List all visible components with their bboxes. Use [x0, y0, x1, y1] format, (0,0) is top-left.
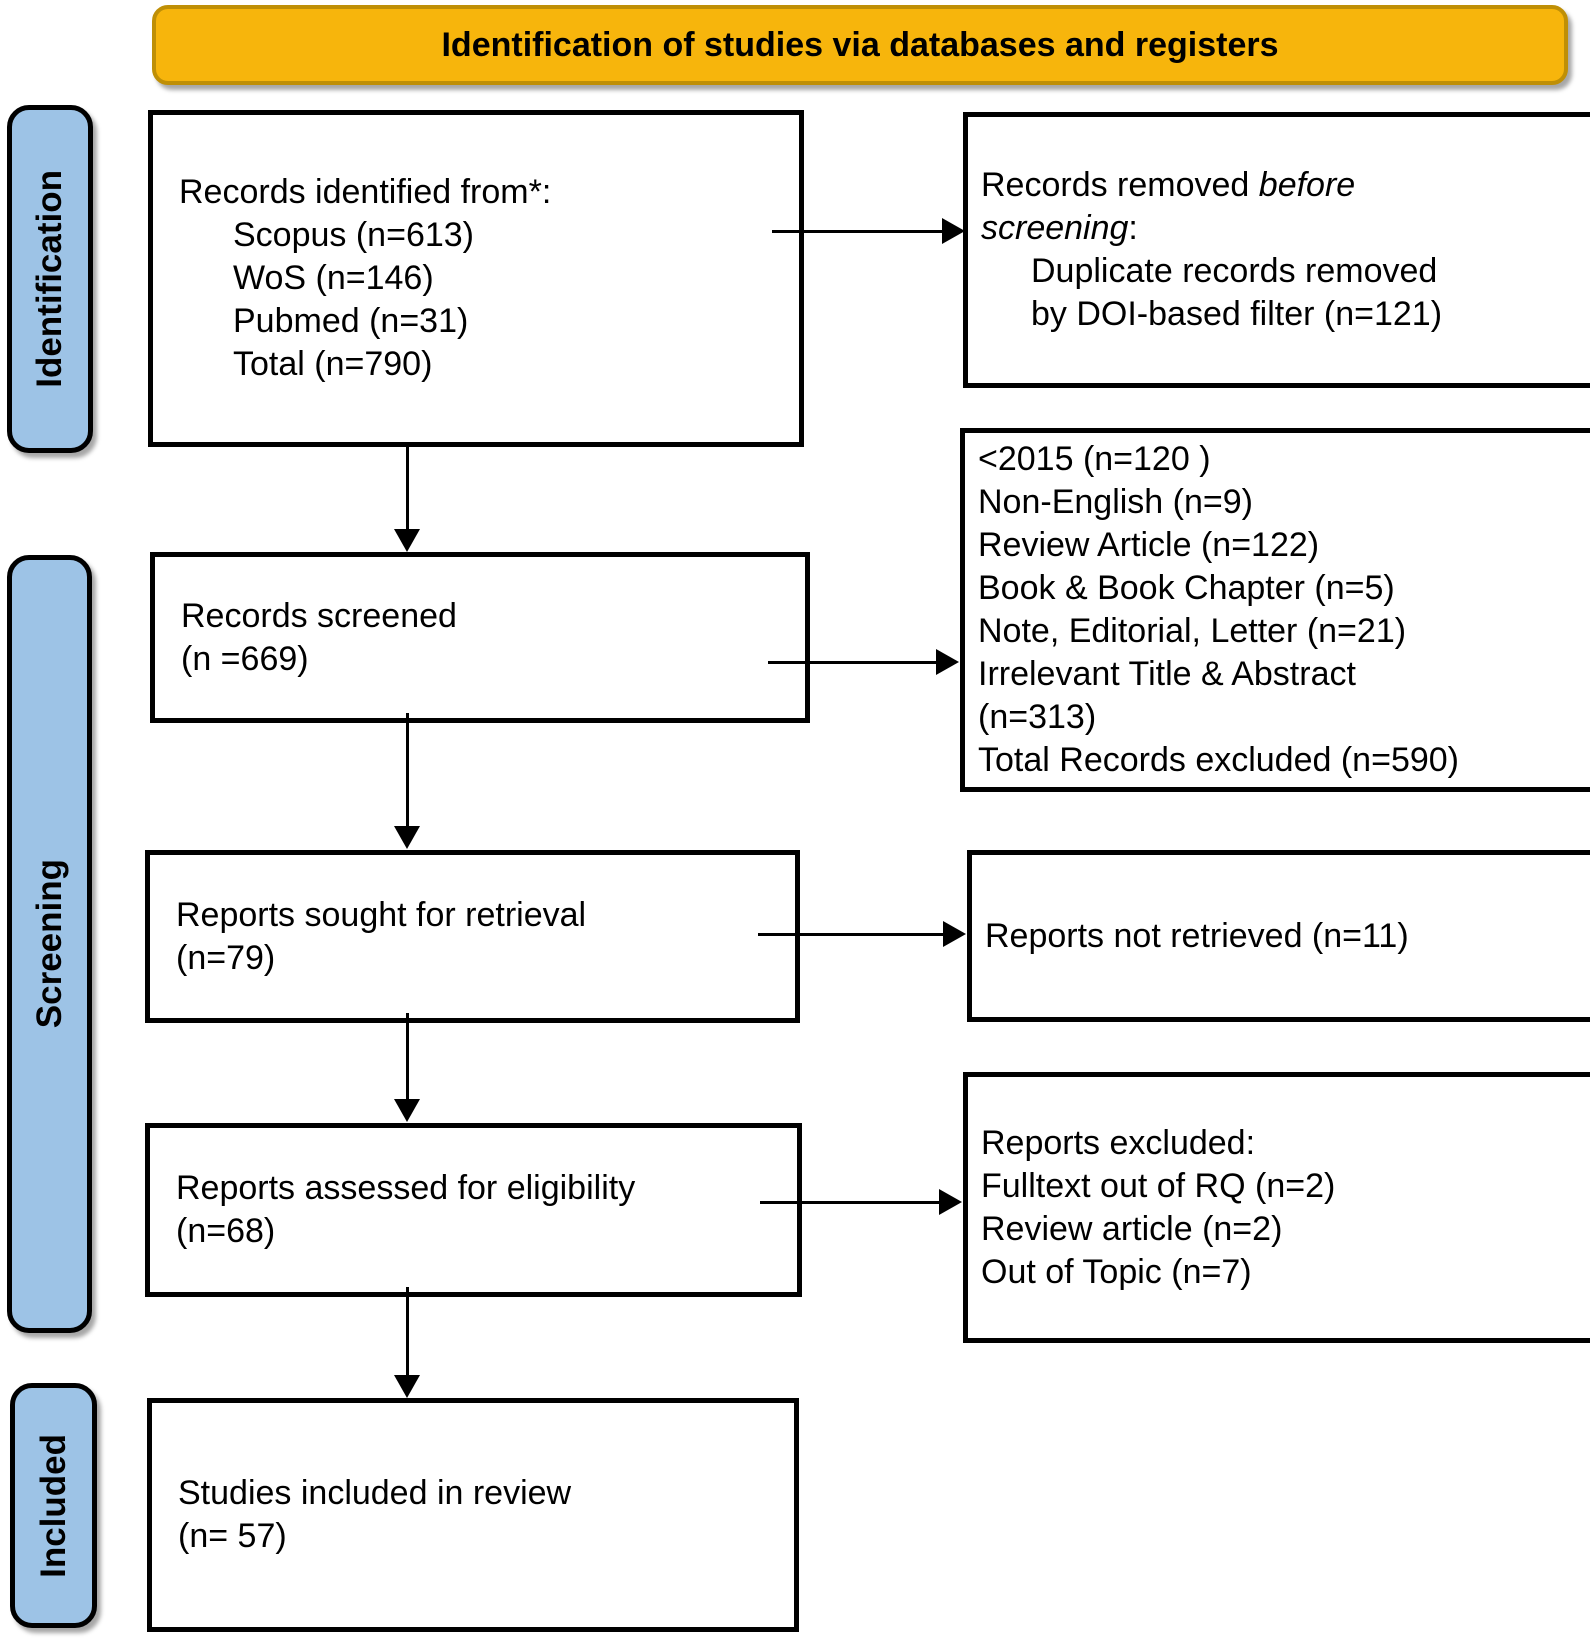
records-screened-line2: (n =669): [181, 639, 309, 678]
records-identified-pubmed: Pubmed (n=31): [233, 302, 469, 340]
stage-label-identification-text: Identification: [30, 170, 69, 388]
records-identified-scopus: Scopus (n=613): [233, 216, 474, 254]
arrow-assessed-to-included-head: [394, 1375, 420, 1398]
records-removed-intro-line1: Records removed before: [981, 164, 1355, 207]
arrow-assessed-to-excluded-line: [760, 1201, 941, 1204]
records-removed-intro-italic2: screening: [981, 209, 1129, 247]
records-excluded-line8: Total Records excluded (n=590): [978, 741, 1459, 779]
box-reports-sought: Reports sought for retrieval (n=79): [145, 850, 800, 1023]
stage-label-screening: Screening: [7, 555, 92, 1333]
reports-excluded-line4: Out of Topic (n=7): [981, 1252, 1252, 1291]
arrow-identified-to-screened-line: [406, 447, 409, 531]
arrow-assessed-to-included-line: [406, 1287, 409, 1377]
banner: Identification of studies via databases …: [152, 5, 1568, 85]
arrow-identified-to-removed-line: [772, 230, 944, 233]
arrow-assessed-to-excluded-head: [939, 1189, 962, 1215]
records-excluded-line6: Irrelevant Title & Abstract: [978, 655, 1356, 693]
stage-label-screening-text: Screening: [29, 859, 69, 1029]
records-identified-wos: WoS (n=146): [233, 259, 434, 297]
records-removed-intro-suffix: :: [1128, 209, 1138, 247]
studies-included-line2: (n= 57): [178, 1517, 287, 1555]
reports-sought-line1: Reports sought for retrieval: [176, 895, 587, 934]
box-studies-included: Studies included in review (n= 57): [147, 1398, 799, 1632]
arrow-sought-to-assessed-line: [406, 1013, 409, 1101]
records-excluded-line5: Note, Editorial, Letter (n=21): [978, 612, 1407, 650]
records-excluded-line4: Book & Book Chapter (n=5): [978, 569, 1395, 607]
box-reports-not-retrieved: Reports not retrieved (n=11): [967, 850, 1590, 1022]
reports-sought-line2: (n=79): [176, 938, 276, 977]
arrow-screened-to-excluded-line: [768, 661, 938, 664]
records-screened-line1: Records screened: [181, 596, 457, 635]
records-excluded-line1: <2015 (n=120 ): [978, 440, 1211, 478]
records-excluded-line2: Non-English (n=9): [978, 483, 1253, 521]
stage-label-included-text: Included: [33, 1433, 73, 1578]
banner-title: Identification of studies via databases …: [441, 25, 1279, 64]
box-reports-excluded: Reports excluded: Fulltext out of RQ (n=…: [963, 1072, 1590, 1343]
box-records-identified: Records identified from*: Scopus (n=613)…: [148, 110, 804, 447]
arrow-sought-to-not-retrieved-line: [758, 933, 945, 936]
arrow-screened-to-excluded-head: [936, 649, 959, 675]
arrow-screened-to-sought-line: [406, 713, 409, 828]
arrow-identified-to-screened-head: [394, 529, 420, 552]
arrow-identified-to-removed-head: [942, 218, 965, 244]
box-records-removed: Records removed before screening: Duplic…: [963, 112, 1590, 388]
stage-label-included: Included: [10, 1383, 97, 1628]
records-excluded-line7: (n=313): [978, 698, 1097, 736]
records-excluded-line3: Review Article (n=122): [978, 526, 1320, 564]
stage-label-identification: Identification: [7, 105, 93, 453]
arrow-screened-to-sought-head: [394, 826, 420, 849]
records-removed-item-2: by DOI-based filter (n=121): [1031, 295, 1443, 333]
box-records-screened: Records screened (n =669): [150, 552, 810, 723]
records-removed-intro-italic1: before: [1258, 166, 1356, 204]
studies-included-line1: Studies included in review: [178, 1474, 572, 1512]
box-reports-assessed: Reports assessed for eligibility (n=68): [145, 1123, 802, 1297]
reports-excluded-line3: Review article (n=2): [981, 1209, 1283, 1248]
arrow-sought-to-not-retrieved-head: [943, 921, 966, 947]
reports-excluded-line1: Reports excluded:: [981, 1123, 1256, 1162]
reports-assessed-line1: Reports assessed for eligibility: [176, 1169, 636, 1207]
records-removed-intro-line2: screening:: [981, 207, 1138, 250]
reports-excluded-line2: Fulltext out of RQ (n=2): [981, 1166, 1336, 1205]
reports-assessed-line2: (n=68): [176, 1212, 276, 1250]
reports-not-retrieved-line1: Reports not retrieved (n=11): [985, 916, 1409, 955]
records-removed-item-1: Duplicate records removed: [1031, 252, 1438, 290]
records-identified-total: Total (n=790): [233, 345, 433, 383]
records-removed-intro-normal: Records removed: [981, 166, 1259, 204]
arrow-sought-to-assessed-head: [394, 1099, 420, 1122]
records-identified-title: Records identified from*:: [179, 173, 552, 211]
box-records-excluded: <2015 (n=120 ) Non-English (n=9) Review …: [960, 428, 1590, 792]
